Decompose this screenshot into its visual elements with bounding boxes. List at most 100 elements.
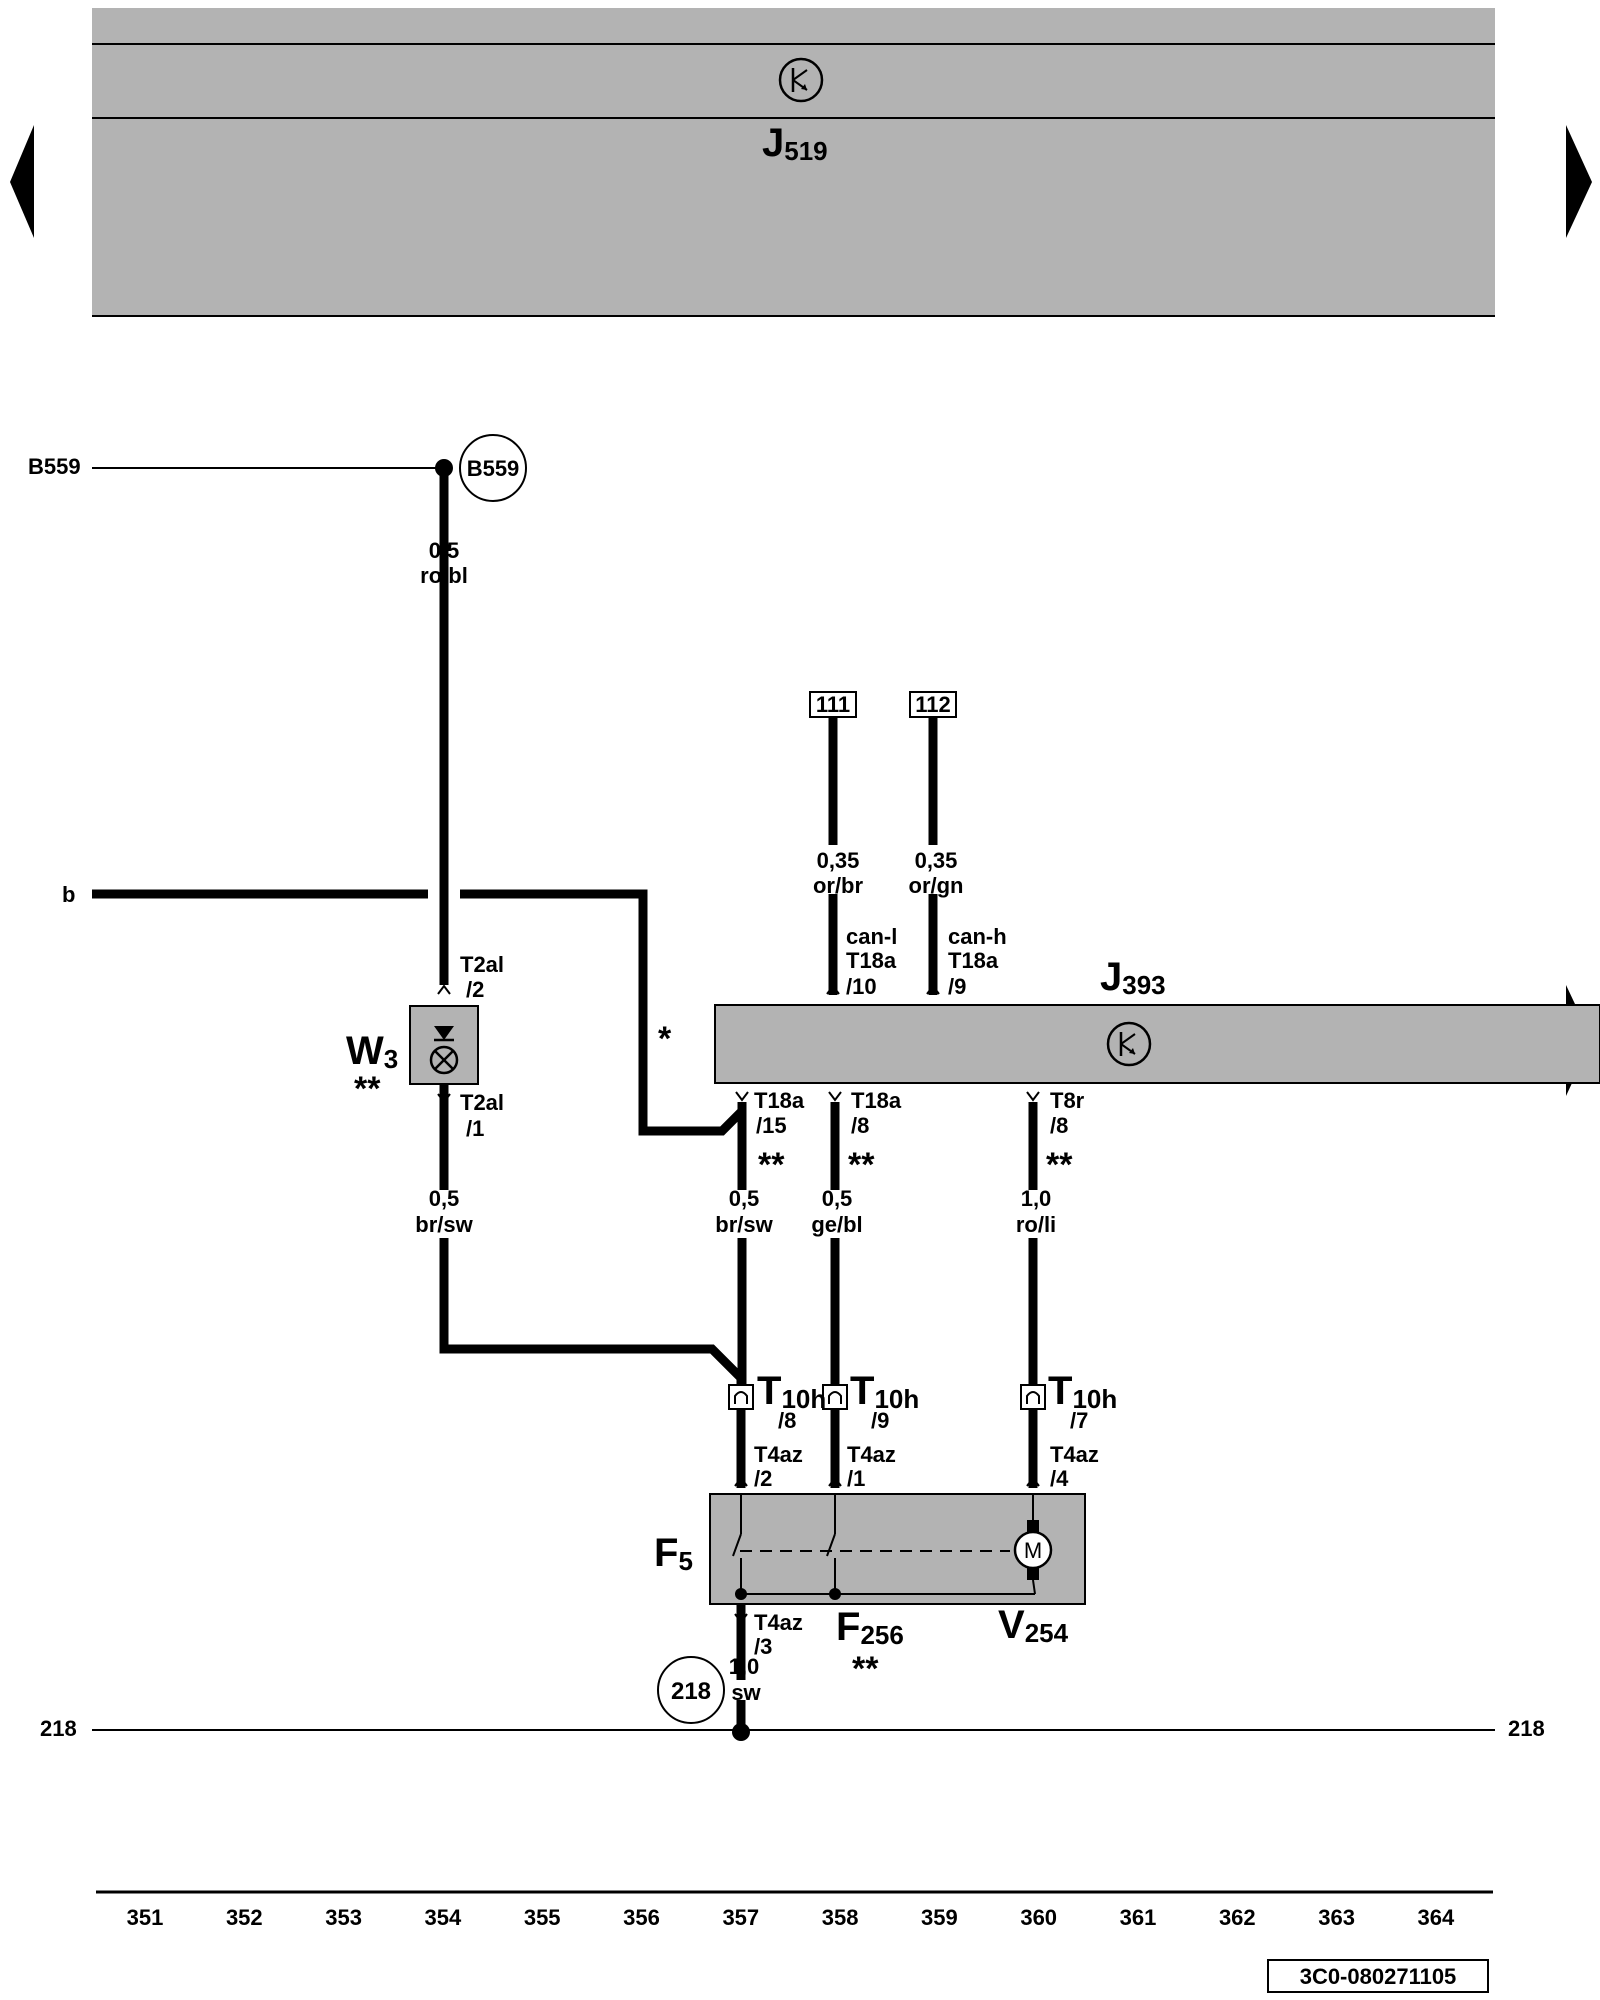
triangle-right-icon[interactable] bbox=[1566, 125, 1592, 238]
pin-arrow-icon bbox=[828, 1476, 842, 1487]
svg-text:/1: /1 bbox=[847, 1466, 865, 1491]
ref-box-112 bbox=[909, 691, 957, 718]
svg-text:**: ** bbox=[758, 1146, 785, 1184]
svg-text:*: * bbox=[658, 1020, 672, 1058]
svg-text:br/sw: br/sw bbox=[415, 1212, 473, 1237]
svg-text:/8: /8 bbox=[1050, 1113, 1068, 1138]
control-unit-j393 bbox=[714, 1004, 1600, 1084]
f256-label: F256 bbox=[836, 1605, 904, 1650]
svg-text:T8r: T8r bbox=[1050, 1088, 1085, 1113]
scale-number: 364 bbox=[1418, 1905, 1455, 1930]
pin-arrow-icon bbox=[826, 984, 840, 995]
svg-text:0,5: 0,5 bbox=[729, 1186, 760, 1211]
j393-label: J393 bbox=[1100, 955, 1166, 1000]
svg-text:T4az: T4az bbox=[1050, 1442, 1099, 1467]
svg-text:/9: /9 bbox=[948, 974, 966, 999]
svg-text:sw: sw bbox=[731, 1680, 761, 1705]
pin-arrow-icon bbox=[735, 1091, 749, 1102]
f5-label: F5 bbox=[654, 1531, 693, 1576]
svg-text:**: ** bbox=[852, 1650, 879, 1688]
svg-text:0,35: 0,35 bbox=[817, 848, 860, 873]
scale-number: 358 bbox=[822, 1905, 859, 1930]
b559-circle bbox=[459, 434, 527, 502]
svg-text:T4az: T4az bbox=[847, 1442, 896, 1467]
pin-arrow-icon bbox=[926, 984, 940, 995]
svg-text:T10h: T10h bbox=[757, 1369, 826, 1414]
svg-text:0,5: 0,5 bbox=[429, 538, 460, 563]
svg-text:/7: /7 bbox=[1070, 1408, 1088, 1433]
scale-number: 359 bbox=[921, 1905, 958, 1930]
scale-number: 356 bbox=[623, 1905, 660, 1930]
scale-number: 351 bbox=[127, 1905, 164, 1930]
svg-text:can-l: can-l bbox=[846, 924, 897, 949]
svg-text:/4: /4 bbox=[1050, 1466, 1069, 1491]
scale-number: 353 bbox=[325, 1905, 362, 1930]
connector-t10h-7 bbox=[1020, 1384, 1046, 1410]
svg-text:T4az: T4az bbox=[754, 1442, 803, 1467]
terminal-b-label: b bbox=[62, 882, 75, 907]
svg-text:T10h: T10h bbox=[850, 1369, 919, 1414]
svg-text:/2: /2 bbox=[754, 1466, 772, 1491]
svg-text:/10: /10 bbox=[846, 974, 877, 999]
w3-label: W3 bbox=[346, 1029, 398, 1074]
svg-text:/2: /2 bbox=[466, 977, 484, 1002]
wire-b-right bbox=[460, 889, 747, 1136]
svg-text:0,35: 0,35 bbox=[915, 848, 958, 873]
connector-t10h-8 bbox=[728, 1384, 754, 1410]
scale-number: 354 bbox=[425, 1905, 462, 1930]
doc-id: 3C0-080271105 bbox=[1300, 1964, 1457, 1989]
svg-text:218: 218 bbox=[1508, 1716, 1545, 1741]
scale-number: 352 bbox=[226, 1905, 263, 1930]
svg-text:/8: /8 bbox=[851, 1113, 869, 1138]
svg-text:/3: /3 bbox=[754, 1634, 772, 1659]
svg-text:**: ** bbox=[848, 1146, 875, 1184]
pin-arrow-icon bbox=[437, 984, 451, 995]
pin-arrow-icon bbox=[1026, 1091, 1040, 1102]
svg-text:**: ** bbox=[354, 1070, 381, 1108]
svg-text:111: 111 bbox=[816, 692, 850, 717]
transistor-icon bbox=[1106, 1021, 1152, 1067]
scale-number: 355 bbox=[524, 1905, 561, 1930]
svg-text:218: 218 bbox=[40, 1716, 77, 1741]
scale-number: 363 bbox=[1318, 1905, 1355, 1930]
junction-dot bbox=[732, 1723, 750, 1741]
triangle-left-icon[interactable] bbox=[10, 125, 34, 238]
svg-text:T18a: T18a bbox=[754, 1088, 805, 1113]
svg-text:112: 112 bbox=[915, 692, 951, 717]
svg-text:T4az: T4az bbox=[754, 1610, 803, 1635]
svg-text:ro/li: ro/li bbox=[1016, 1212, 1056, 1237]
svg-text:/8: /8 bbox=[778, 1408, 796, 1433]
motor-icon bbox=[1013, 1530, 1053, 1570]
svg-text:M: M bbox=[1024, 1538, 1042, 1563]
svg-text:0,5: 0,5 bbox=[429, 1186, 460, 1211]
svg-text:or/gn: or/gn bbox=[909, 873, 964, 898]
svg-text:br/sw: br/sw bbox=[715, 1212, 773, 1237]
terminal-b559-label: B559 bbox=[28, 454, 81, 479]
scale-number: 362 bbox=[1219, 1905, 1256, 1930]
svg-text:/1: /1 bbox=[466, 1116, 484, 1141]
svg-text:1,0: 1,0 bbox=[729, 1654, 760, 1679]
svg-text:218: 218 bbox=[671, 1678, 711, 1705]
wire-br-sw-to-t10h bbox=[439, 1238, 746, 1385]
pin-arrow-icon bbox=[828, 1091, 842, 1102]
connector-t10h-9 bbox=[822, 1384, 848, 1410]
svg-text:or/br: or/br bbox=[813, 873, 864, 898]
switch-motor-assembly: M bbox=[709, 1493, 1086, 1605]
ground-circle-218 bbox=[657, 1656, 725, 1724]
svg-text:T18a: T18a bbox=[846, 948, 897, 973]
v254-label: V254 bbox=[998, 1603, 1069, 1648]
svg-text:0,5: 0,5 bbox=[822, 1186, 853, 1211]
pin-arrow-icon bbox=[1026, 1476, 1040, 1487]
svg-text:T2al: T2al bbox=[460, 1090, 504, 1115]
scale-number: 360 bbox=[1020, 1905, 1057, 1930]
j519-label: J519 bbox=[762, 121, 828, 166]
doc-id-box bbox=[1267, 1959, 1489, 1993]
svg-text:T10h: T10h bbox=[1048, 1369, 1117, 1414]
pin-arrow-icon bbox=[734, 1476, 748, 1487]
scale-number: 357 bbox=[722, 1905, 759, 1930]
svg-text:B559: B559 bbox=[467, 456, 520, 481]
transistor-icon bbox=[778, 57, 824, 103]
pin-arrow-icon bbox=[734, 1613, 748, 1624]
